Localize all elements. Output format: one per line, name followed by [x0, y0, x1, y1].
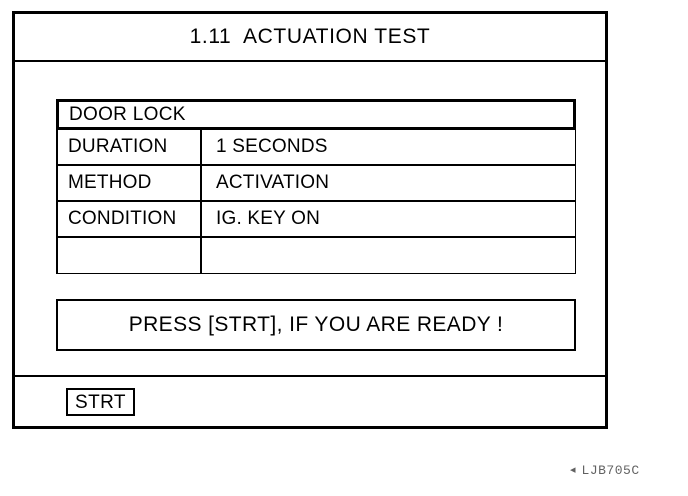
parameter-label: CONDITION: [58, 202, 202, 236]
figure-reference: ◂ LJB705C: [570, 464, 640, 477]
start-button[interactable]: STRT: [66, 388, 135, 416]
actuation-parameter-rows: DURATION 1 SECONDS METHOD ACTIVATION CON…: [56, 130, 576, 274]
softkey-bar: STRT: [15, 375, 605, 426]
table-row: METHOD ACTIVATION: [58, 166, 575, 202]
actuation-parameter-table: DOOR LOCK DURATION 1 SECONDS METHOD ACTI…: [56, 99, 576, 274]
page-title: 1.11 ACTUATION TEST: [189, 25, 431, 48]
actuator-name-label: DOOR LOCK: [69, 103, 186, 125]
prompt-message-text: PRESS [STRT], IF YOU ARE READY !: [128, 313, 504, 336]
screen-title-bar: 1.11 ACTUATION TEST: [15, 14, 605, 62]
parameter-label: METHOD: [58, 166, 202, 200]
parameter-value: IG. KEY ON: [216, 208, 321, 229]
parameter-value: [202, 238, 575, 273]
start-button-label: STRT: [75, 391, 126, 413]
left-arrow-icon: ◂: [570, 464, 576, 476]
figure-reference-code: LJB705C: [581, 463, 640, 478]
parameter-value: 1 SECONDS: [216, 136, 328, 157]
parameter-label: [58, 238, 202, 273]
screen-body: DOOR LOCK DURATION 1 SECONDS METHOD ACTI…: [15, 62, 605, 375]
table-row: DURATION 1 SECONDS: [58, 130, 575, 166]
table-row: CONDITION IG. KEY ON: [58, 202, 575, 238]
table-row: [58, 238, 575, 273]
parameter-label: DURATION: [58, 130, 202, 164]
scan-tool-screen-frame: 1.11 ACTUATION TEST DOOR LOCK DURATION 1…: [12, 11, 608, 429]
parameter-value: ACTIVATION: [216, 172, 330, 193]
actuator-name-header: DOOR LOCK: [56, 99, 576, 130]
prompt-message-box: PRESS [STRT], IF YOU ARE READY !: [56, 299, 576, 351]
